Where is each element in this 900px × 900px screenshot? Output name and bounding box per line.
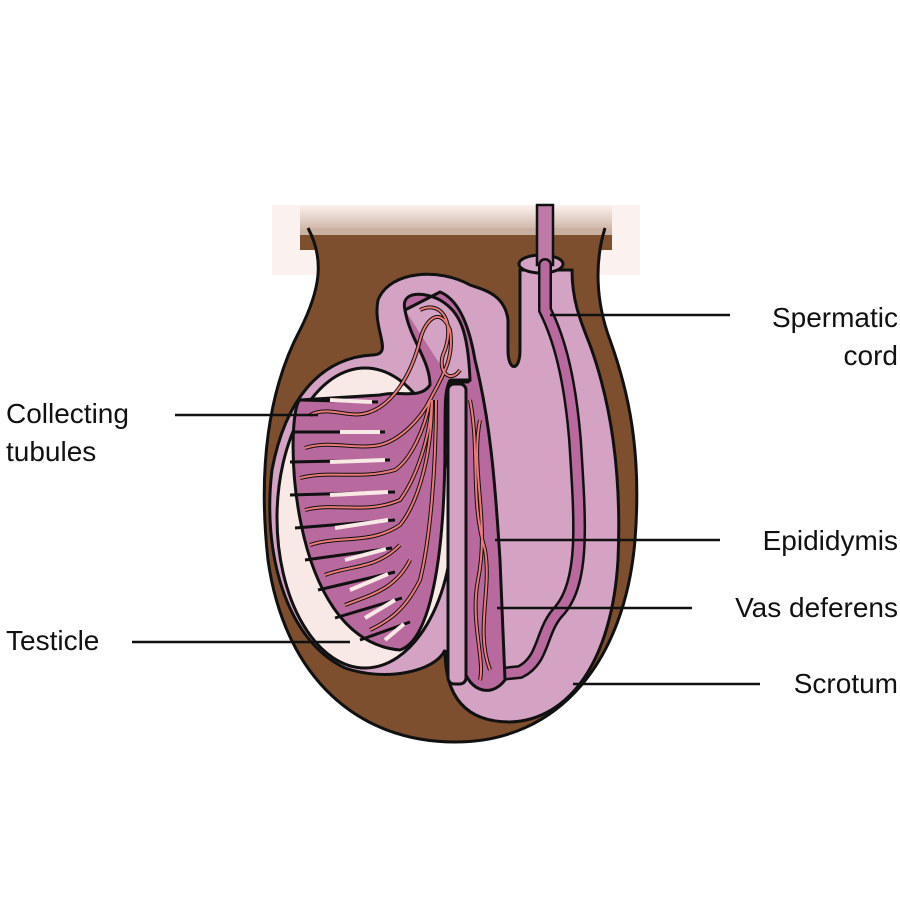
spermatic-cord-vessel [535,203,555,267]
label-spermatic-cord-line1: Spermatic [771,302,898,333]
label-collecting-tubules: Collecting tubules [6,395,129,471]
label-spermatic-cord: Spermatic cord [772,299,898,375]
label-collecting-tubules-line1: Collecting [6,398,129,429]
label-epididymis: Epididymis [762,525,898,556]
label-testicle: Testicle [6,625,100,656]
label-scrotum: Scrotum [793,668,898,699]
label-spermatic-cord-line2: cord [843,340,898,371]
leader-lines [132,313,760,686]
label-vas-deferens: Vas deferens [735,592,898,623]
label-collecting-tubules-line2: tubules [6,436,97,467]
